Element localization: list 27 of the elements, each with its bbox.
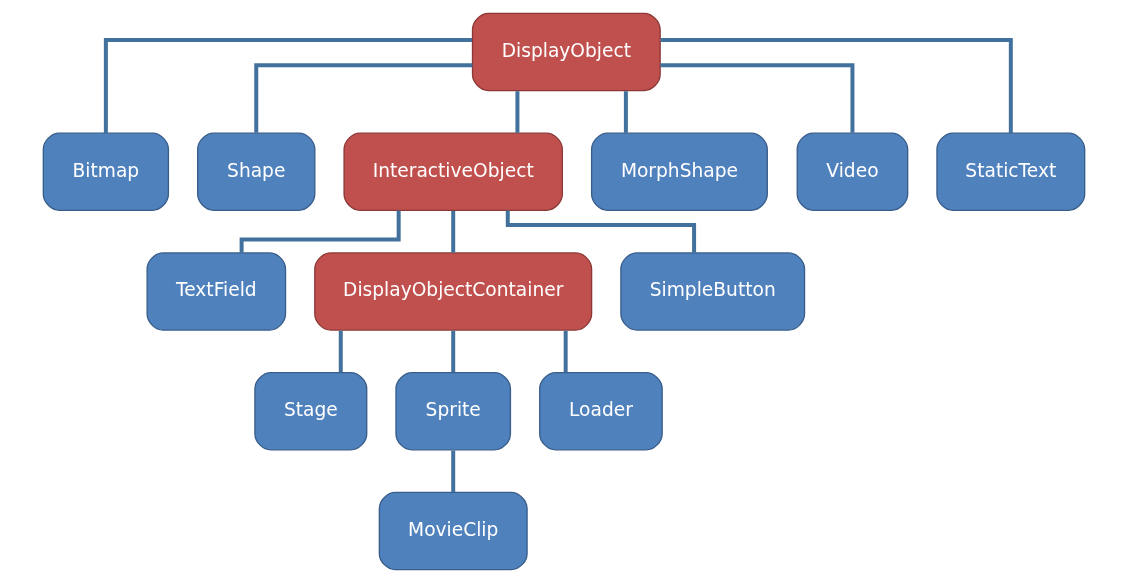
connector — [563, 330, 568, 373]
node-box: Bitmap — [42, 132, 169, 211]
node-box: Stage — [253, 372, 367, 451]
node-box: MorphShape — [590, 132, 768, 211]
node-box: Shape — [196, 132, 315, 211]
node-box: SimpleButton — [619, 252, 805, 331]
node-box: Sprite — [394, 372, 511, 451]
connector — [514, 91, 519, 133]
node-box: Video — [796, 132, 908, 211]
connector — [253, 63, 472, 133]
connector — [450, 210, 455, 253]
connector — [505, 210, 696, 253]
node-box: TextField — [145, 252, 286, 331]
connector — [450, 330, 455, 373]
node-box: InteractiveObject — [342, 132, 563, 211]
connector — [450, 450, 455, 493]
connector — [103, 38, 472, 133]
node-box: Loader — [538, 372, 663, 451]
connector — [659, 63, 854, 133]
node-box: DisplayObject — [471, 12, 661, 92]
connector — [660, 38, 1013, 133]
connector — [338, 330, 343, 373]
node-box: DisplayObjectContainer — [313, 252, 592, 331]
node-box: StaticText — [935, 132, 1085, 211]
connector — [623, 91, 628, 133]
node-box: MovieClip — [378, 491, 528, 571]
connector — [239, 210, 401, 253]
